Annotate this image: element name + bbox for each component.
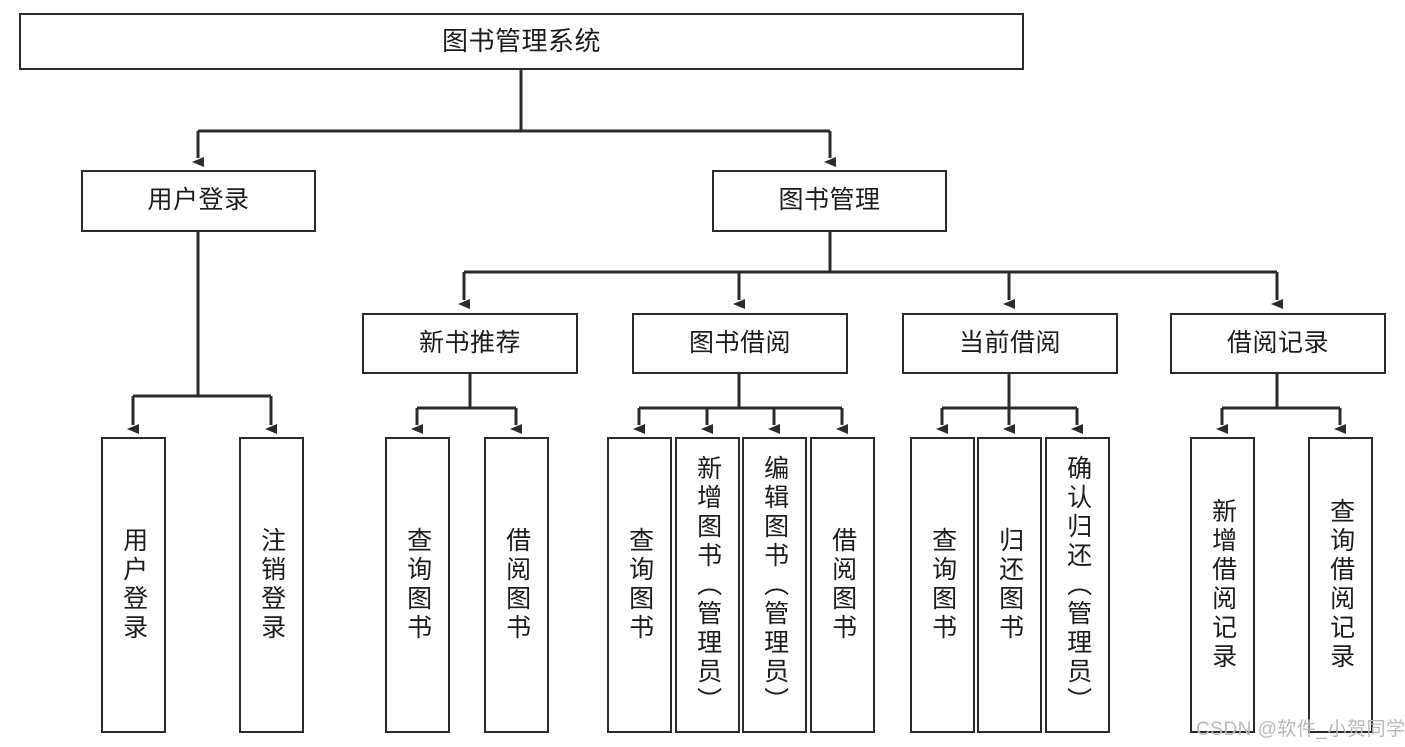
leaf-confirm-return-admin[interactable]: 确认归还（管理员） — [1045, 437, 1110, 733]
leaf-query-book-borrow[interactable]: 查询图书 — [607, 437, 672, 733]
leaf-query-borrow-record[interactable]: 查询借阅记录 — [1308, 437, 1373, 733]
leaf-add-borrow-record[interactable]: 新增借阅记录 — [1190, 437, 1255, 733]
node-current-borrow[interactable]: 当前借阅 — [902, 313, 1118, 374]
leaf-borrow-book-newbook[interactable]: 借阅图书 — [484, 437, 549, 733]
node-label: 图书管理系统 — [441, 26, 601, 57]
node-label: 图书管理 — [778, 186, 881, 215]
leaf-return-book[interactable]: 归还图书 — [977, 437, 1042, 733]
node-label: 查询图书 — [928, 527, 957, 643]
node-label: 借阅记录 — [1226, 328, 1329, 357]
node-user-login[interactable]: 用户登录 — [81, 170, 316, 232]
node-label: 借阅图书 — [502, 527, 531, 643]
leaf-query-book-current[interactable]: 查询图书 — [910, 437, 975, 733]
leaf-add-book-admin[interactable]: 新增图书（管理员） — [675, 437, 740, 733]
node-label: 新增借阅记录 — [1208, 498, 1237, 672]
node-root-system[interactable]: 图书管理系统 — [19, 13, 1024, 70]
node-label: 注销登录 — [257, 527, 286, 643]
node-label: 新书推荐 — [418, 328, 521, 357]
node-new-book-recommend[interactable]: 新书推荐 — [362, 313, 578, 374]
node-label: 归还图书 — [995, 527, 1024, 643]
node-label: 编辑图书（管理员） — [760, 454, 789, 716]
node-label: 查询图书 — [625, 527, 654, 643]
leaf-borrow-book[interactable]: 借阅图书 — [810, 437, 875, 733]
node-label: 用户登录 — [119, 527, 148, 643]
node-label: 新增图书（管理员） — [693, 454, 722, 716]
node-label: 图书借阅 — [688, 328, 791, 357]
node-book-management[interactable]: 图书管理 — [712, 170, 947, 232]
node-book-borrow[interactable]: 图书借阅 — [632, 313, 848, 374]
node-label: 当前借阅 — [958, 328, 1061, 357]
leaf-query-book-newbook[interactable]: 查询图书 — [385, 437, 450, 733]
node-label: 借阅图书 — [828, 527, 857, 643]
node-label: 查询图书 — [403, 527, 432, 643]
csdn-watermark: CSDN @软件_小贺同学 — [1196, 719, 1405, 740]
leaf-user-login[interactable]: 用户登录 — [101, 437, 166, 733]
node-label: 用户登录 — [147, 186, 250, 215]
leaf-logout-login[interactable]: 注销登录 — [239, 437, 304, 733]
node-borrow-record[interactable]: 借阅记录 — [1170, 313, 1386, 374]
leaf-edit-book-admin[interactable]: 编辑图书（管理员） — [742, 437, 807, 733]
node-label: 查询借阅记录 — [1326, 498, 1355, 672]
node-label: 确认归还（管理员） — [1063, 454, 1092, 716]
